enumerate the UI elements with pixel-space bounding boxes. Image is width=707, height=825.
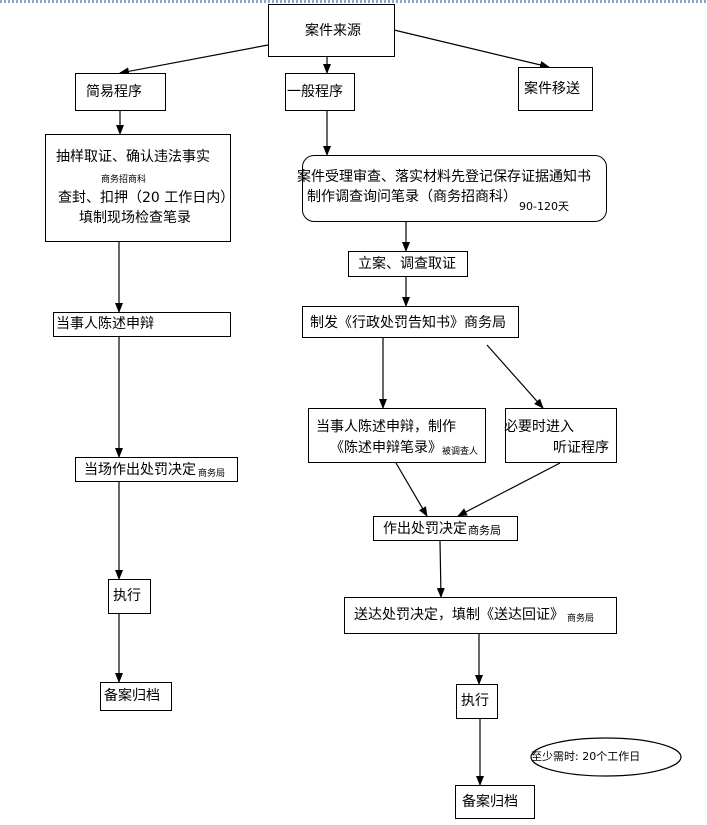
penalty-notice-box: 制发《行政处罚告知书》商务局	[302, 306, 519, 338]
delivery-label: 送达处罚决定，填制《送达回证》	[354, 607, 564, 623]
accept-review-days: 90-120天	[519, 200, 569, 213]
case-source-box: 案件来源	[268, 4, 395, 57]
penalty-notice-label: 制发《行政处罚告知书》商务局	[310, 315, 506, 331]
simple-statement-box: 当事人陈述申辩	[53, 312, 231, 337]
general-archive-label: 备案归档	[462, 794, 518, 810]
simple-statement-label: 当事人陈述申辩	[56, 316, 154, 332]
hearing-line-2: 听证程序	[553, 440, 609, 456]
case-transfer-box: 案件移送	[518, 67, 593, 111]
case-source-label: 案件来源	[305, 23, 361, 39]
simple-archive-label: 备案归档	[104, 688, 160, 704]
delivery-box: 送达处罚决定，填制《送达回证》 商务局	[344, 597, 617, 634]
evidence-line-4: 填制现场检查笔录	[79, 210, 191, 226]
filing-label: 立案、调查取证	[358, 256, 456, 272]
accept-review-line-2: 制作调查询问笔录（商务招商科）	[307, 189, 517, 205]
arrow-hearing-to-decision-g	[457, 462, 561, 517]
general-procedure-box: 一般程序	[285, 73, 355, 111]
general-statement-line-2: 《陈述申辩笔录》	[330, 440, 442, 456]
accept-review-box: 案件受理审查、落实材料先登记保存证据通知书 制作调查询问笔录（商务招商科） 90…	[297, 155, 607, 222]
general-execute-box: 执行	[456, 684, 498, 719]
hearing-line-1: 必要时进入	[504, 419, 574, 435]
on-spot-decision-box: 当场作出处罚决定 商务局	[75, 457, 238, 482]
general-statement-line-1: 当事人陈述申辩，制作	[316, 419, 456, 435]
arrow-notice-to-hearing	[486, 344, 544, 409]
general-execute-label: 执行	[461, 693, 489, 709]
min-time-label: 至少需时: 20个工作日	[531, 750, 641, 763]
min-time-ellipse	[530, 737, 682, 777]
simple-procedure-label: 简易程序	[86, 84, 142, 100]
on-spot-decision-label: 当场作出处罚决定	[84, 462, 196, 478]
simple-execute-label: 执行	[113, 588, 141, 604]
general-archive-box: 备案归档	[455, 785, 535, 819]
accept-review-line-1: 案件受理审查、落实材料先登记保存证据通知书	[297, 169, 591, 185]
simple-procedure-box: 简易程序	[75, 73, 166, 111]
arrow-source-to-simple	[119, 44, 269, 76]
case-transfer-label: 案件移送	[524, 81, 580, 97]
arrow-decision-to-delivery	[436, 540, 445, 598]
evidence-line-2-note: 商务招商科	[101, 175, 147, 185]
evidence-box: 抽样取证、确认违法事实 商务招商科 查封、扣押（20 工作日内） 填制现场检查笔…	[45, 134, 235, 242]
simple-archive-box: 备案归档	[100, 682, 172, 711]
simple-execute-box: 执行	[108, 579, 151, 614]
arrow-source-to-transfer	[393, 29, 550, 69]
evidence-line-1: 抽样取证、确认违法事实	[56, 149, 210, 165]
general-statement-box: 当事人陈述申辩，制作 《陈述申辩笔录》 被调查人	[308, 408, 486, 463]
general-statement-note: 被调查人	[442, 447, 479, 457]
general-procedure-label: 一般程序	[287, 84, 343, 100]
make-decision-box: 作出处罚决定 商务局	[373, 516, 518, 541]
delivery-note: 商务局	[567, 614, 595, 624]
evidence-line-3: 查封、扣押（20 工作日内）	[58, 190, 235, 206]
make-decision-label: 作出处罚决定	[383, 521, 467, 537]
on-spot-decision-note: 商务局	[198, 469, 226, 479]
filing-box: 立案、调查取证	[348, 251, 468, 277]
make-decision-note: 商务局	[468, 524, 501, 537]
hearing-box: 必要时进入 听证程序	[504, 408, 617, 463]
top-border-strip	[0, 0, 707, 3]
arrow-statement-to-decision-g	[395, 462, 428, 517]
